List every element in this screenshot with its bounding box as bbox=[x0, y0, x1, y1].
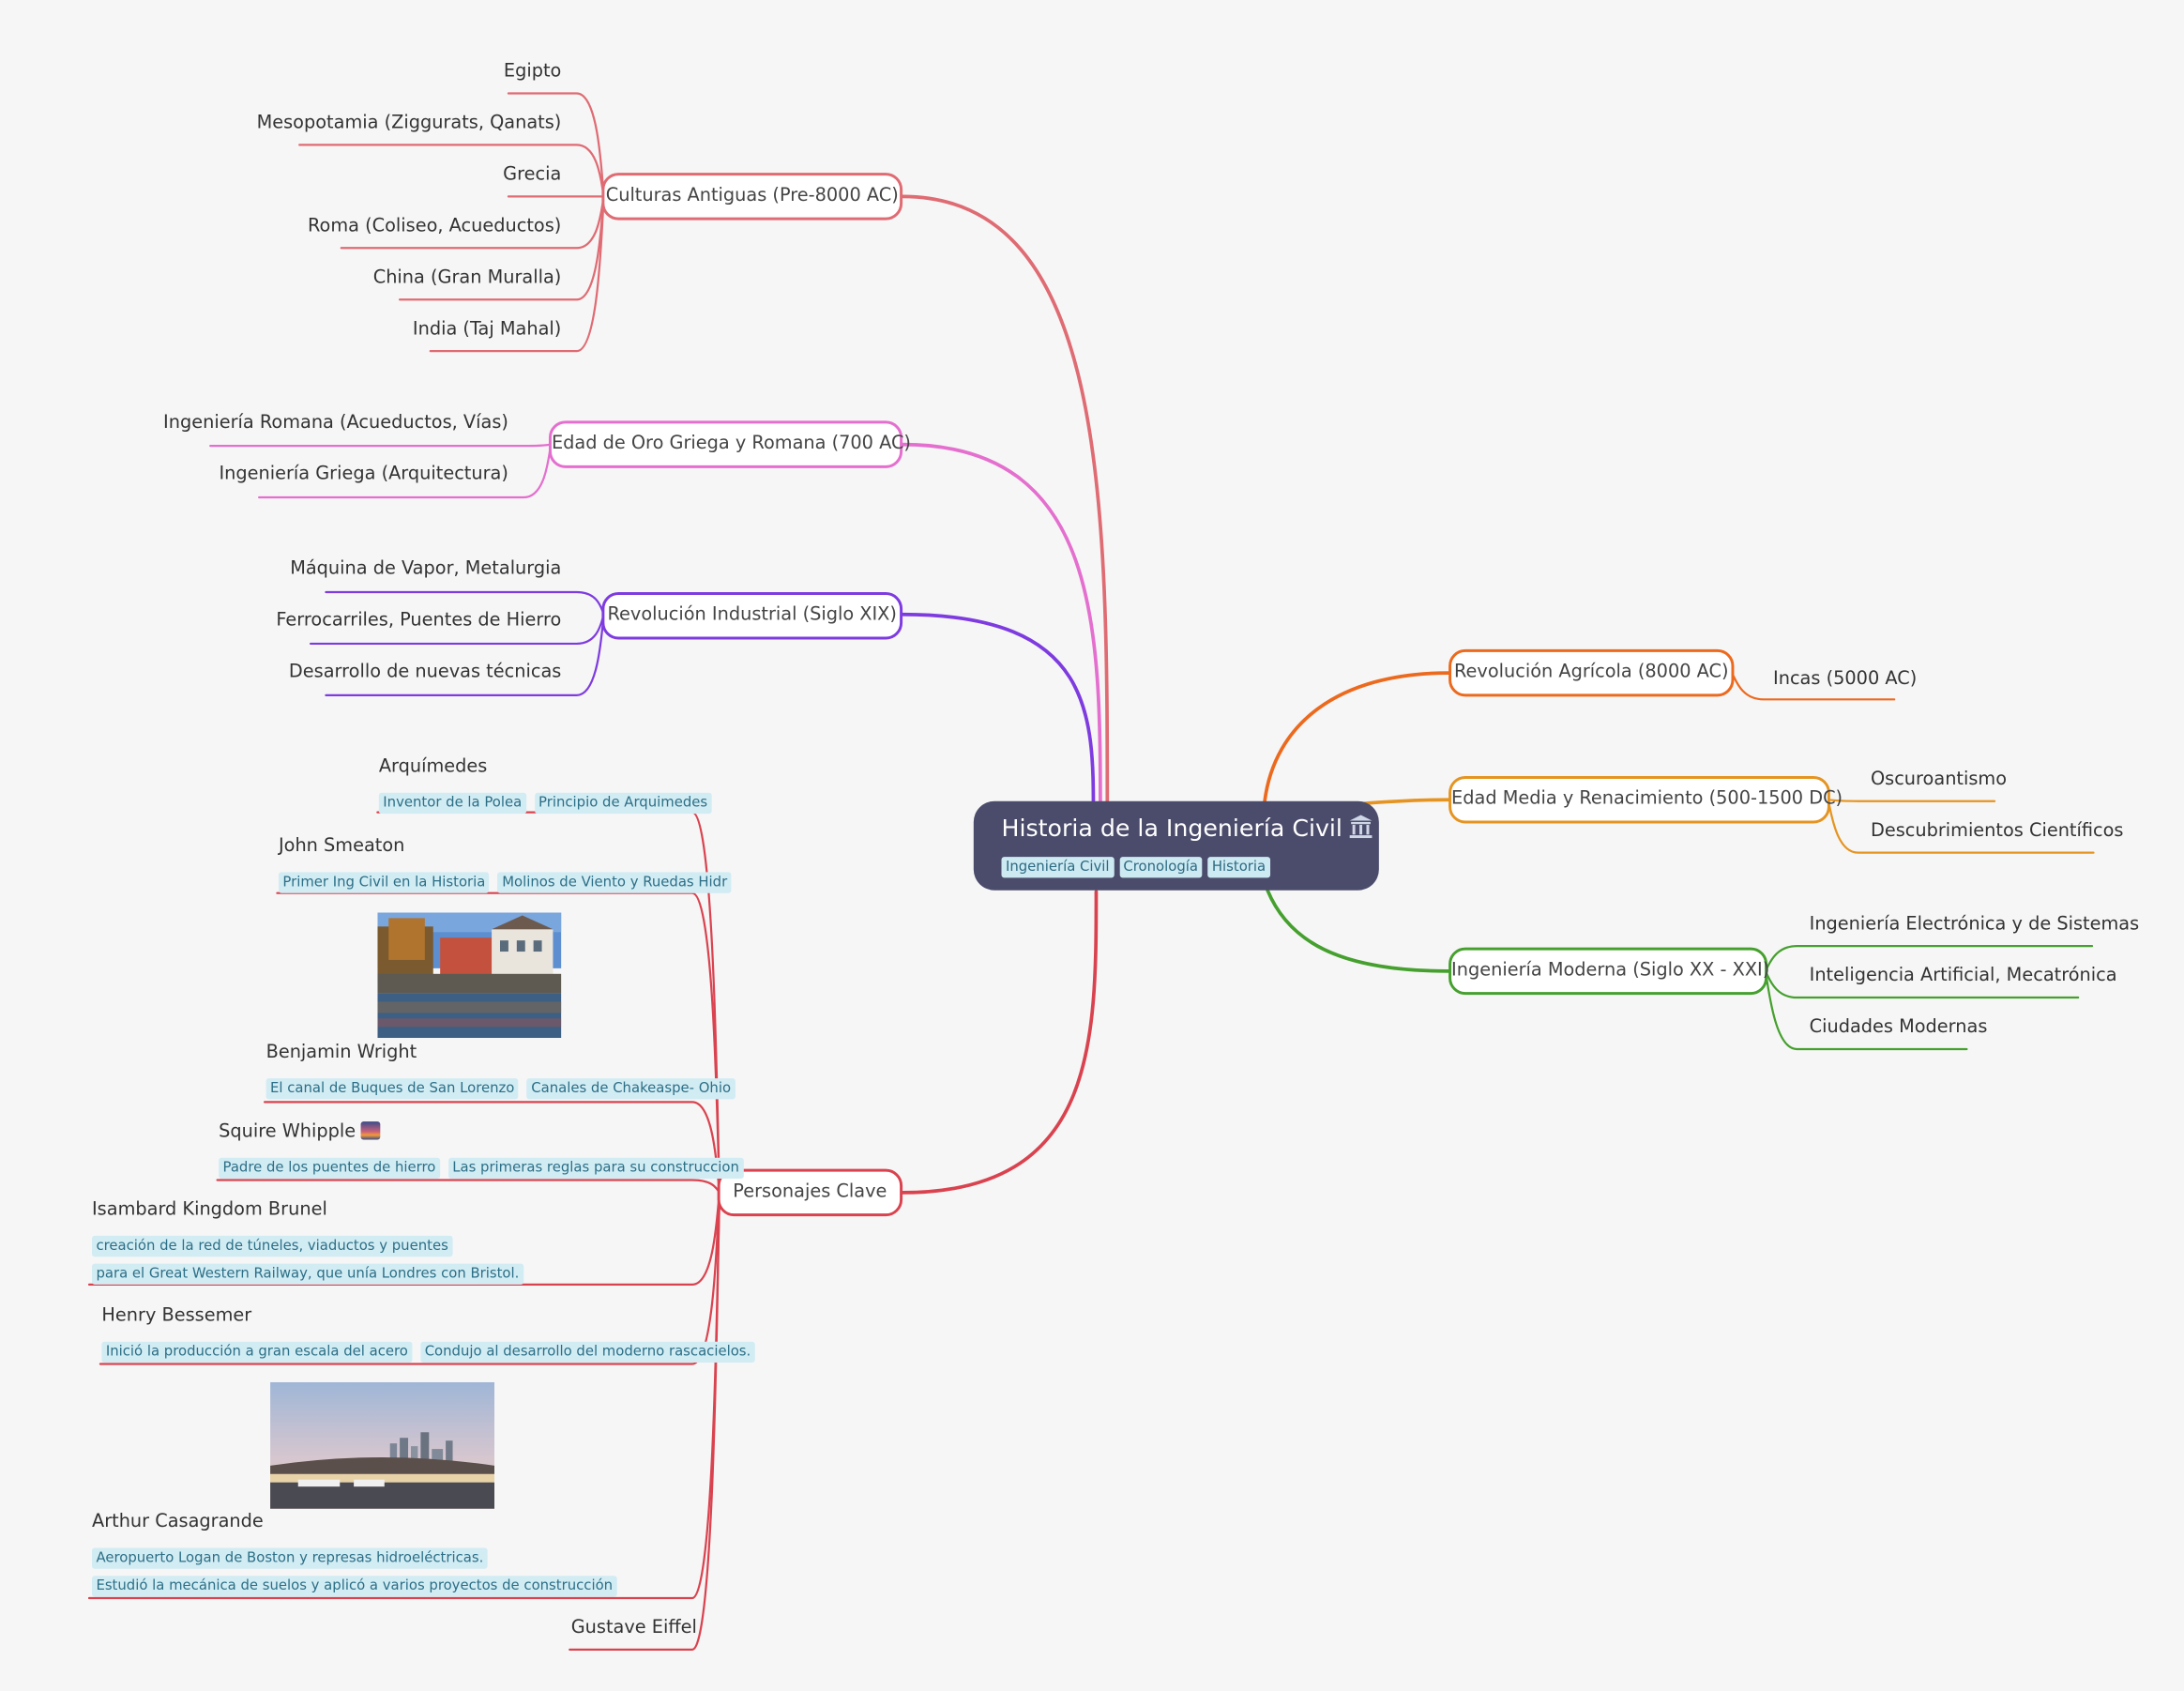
leaf-india[interactable]: India (Taj Mahal) bbox=[412, 318, 562, 341]
connector-root-left bbox=[901, 890, 1099, 1195]
branch-personajes-clave[interactable]: Personajes Clave bbox=[717, 1168, 903, 1217]
tag[interactable]: El canal de Buques de San Lorenzo bbox=[265, 1078, 519, 1100]
person-benjamin-wright[interactable]: Benjamin Wright bbox=[265, 1042, 417, 1063]
tags-arquimedes: Inventor de la Polea Principio de Arquime… bbox=[378, 785, 720, 815]
person-isambard-brunel[interactable]: Isambard Kingdom Brunel bbox=[91, 1199, 327, 1221]
root-topic[interactable]: Historia de la Ingeniería Civil Ingenier… bbox=[973, 800, 1379, 891]
tags-henry-bessemer: Inició la producción a gran escala del a… bbox=[101, 1334, 763, 1363]
leaf-nuevas-tecnicas[interactable]: Desarrollo de nuevas técnicas bbox=[288, 662, 562, 683]
branch-revolucion-agricola[interactable]: Revolución Agrícola (8000 AC) bbox=[1448, 648, 1735, 697]
leaf-ferrocarriles[interactable]: Ferrocarriles, Puentes de Hierro bbox=[276, 610, 562, 632]
leaf-incas[interactable]: Incas (5000 AC) bbox=[1773, 668, 1918, 690]
tags-arthur-casagrande-2: Estudió la mecánica de suelos y aplicó a… bbox=[91, 1569, 625, 1597]
person-arquimedes[interactable]: Arquímedes bbox=[378, 756, 488, 778]
leaf-mesopotamia[interactable]: Mesopotamia (Ziggurats, Qanats) bbox=[256, 113, 562, 134]
root-tag[interactable]: Historia bbox=[1207, 857, 1270, 878]
person-john-smeaton[interactable]: John Smeaton bbox=[278, 835, 405, 858]
sunset-over-buildings-icon bbox=[361, 1121, 381, 1140]
tags-arthur-casagrande: Aeropuerto Logan de Boston y represas hi… bbox=[91, 1541, 496, 1569]
branch-edad-media[interactable]: Edad Media y Renacimiento (500-1500 DC) bbox=[1448, 775, 1843, 824]
airport-photo[interactable] bbox=[270, 1381, 495, 1509]
root-title: Historia de la Ingeniería Civil bbox=[1001, 815, 1342, 844]
person-henry-bessemer[interactable]: Henry Bessemer bbox=[101, 1305, 252, 1327]
tags-squire-whipple: Padre de los puentes de hierro Las primer… bbox=[219, 1150, 751, 1180]
person-gustave-eiffel[interactable]: Gustave Eiffel bbox=[570, 1617, 697, 1639]
root-tag[interactable]: Ingeniería Civil bbox=[1001, 857, 1115, 878]
person-squire-whipple[interactable]: Squire Whipple bbox=[219, 1121, 381, 1144]
connector-root-right bbox=[1266, 888, 1450, 973]
leaf-descubrimientos[interactable]: Descubrimientos Científicos bbox=[1870, 820, 2124, 842]
leaf-ingenieria-romana[interactable]: Ingeniería Romana (Acueductos, Vías) bbox=[163, 412, 508, 434]
tag[interactable]: Molinos de Viento y Ruedas Hidr bbox=[497, 872, 732, 893]
leaf-roma[interactable]: Roma (Coliseo, Acueductos) bbox=[308, 216, 562, 237]
branch-revolucion-industrial[interactable]: Revolución Industrial (Siglo XIX) bbox=[601, 591, 903, 640]
branch-ingenieria-moderna[interactable]: Ingeniería Moderna (Siglo XX - XXI) bbox=[1448, 947, 1769, 996]
tag[interactable]: Padre de los puentes de hierro bbox=[219, 1157, 440, 1180]
person-name: Squire Whipple bbox=[219, 1121, 356, 1143]
connector-root-right bbox=[1263, 671, 1450, 803]
tag[interactable]: Aeropuerto Logan de Boston y represas hi… bbox=[91, 1547, 488, 1569]
leaf-oscuroantismo[interactable]: Oscuroantismo bbox=[1870, 769, 2008, 790]
person-arthur-casagrande[interactable]: Arthur Casagrande bbox=[91, 1511, 264, 1533]
connector-root-right bbox=[1356, 798, 1450, 806]
root-title-row: Historia de la Ingeniería Civil bbox=[1001, 813, 1373, 846]
tag[interactable]: Primer Ing Civil en la Historia bbox=[278, 872, 490, 893]
root-tag[interactable]: Cronología bbox=[1118, 857, 1203, 878]
branch-edad-oro[interactable]: Edad de Oro Griega y Romana (700 AC) bbox=[548, 420, 911, 468]
canal-photo[interactable] bbox=[377, 912, 562, 1039]
tags-john-smeaton: Primer Ing Civil en la Historia Molinos d… bbox=[278, 865, 740, 893]
leaf-egipto[interactable]: Egipto bbox=[503, 61, 562, 83]
leaf-grecia[interactable]: Grecia bbox=[503, 164, 562, 186]
connector-root-left bbox=[901, 194, 1110, 817]
connector-root-left bbox=[901, 442, 1102, 817]
classical-building-icon bbox=[1348, 814, 1373, 839]
tag[interactable]: Principio de Arquimedes bbox=[534, 792, 712, 815]
tag[interactable]: para el Great Western Railway, que unía … bbox=[91, 1263, 523, 1285]
connector-leaf bbox=[209, 443, 554, 448]
tags-benjamin-wright: El canal de Buques de San Lorenzo Canales… bbox=[265, 1072, 744, 1100]
tag[interactable]: Canales de Chakeaspe- Ohio bbox=[526, 1078, 736, 1100]
connector-leaf bbox=[569, 1191, 721, 1651]
connector-leaf bbox=[216, 1179, 721, 1195]
leaf-china[interactable]: China (Gran Muralla) bbox=[372, 267, 562, 289]
tag[interactable]: Las primeras reglas para su construccion bbox=[447, 1157, 744, 1180]
connector-root-left bbox=[901, 612, 1096, 817]
tag[interactable]: Inventor de la Polea bbox=[378, 792, 526, 815]
tag[interactable]: Estudió la mecánica de suelos y aplicó a… bbox=[91, 1576, 617, 1597]
leaf-maquina-vapor[interactable]: Máquina de Vapor, Metalurgia bbox=[290, 558, 562, 580]
leaf-inteligencia-artificial[interactable]: Inteligencia Artificial, Mecatrónica bbox=[1809, 965, 2117, 987]
tags-isambard-brunel-2: para el Great Western Railway, que unía … bbox=[91, 1257, 532, 1285]
leaf-electronica[interactable]: Ingeniería Electrónica y de Sistemas bbox=[1809, 913, 2140, 936]
tag[interactable]: Inició la producción a gran escala del a… bbox=[101, 1341, 413, 1363]
tags-isambard-brunel: creación de la red de túneles, viaductos… bbox=[91, 1229, 461, 1257]
branch-culturas-antiguas[interactable]: Culturas Antiguas (Pre-8000 AC) bbox=[601, 173, 903, 221]
leaf-ciudades-modernas[interactable]: Ciudades Modernas bbox=[1809, 1016, 1988, 1039]
leaf-ingenieria-griega[interactable]: Ingeniería Griega (Arquitectura) bbox=[219, 464, 508, 485]
tag[interactable]: Condujo al desarrollo del moderno rascac… bbox=[420, 1341, 755, 1363]
tag[interactable]: creación de la red de túneles, viaductos… bbox=[91, 1235, 453, 1257]
